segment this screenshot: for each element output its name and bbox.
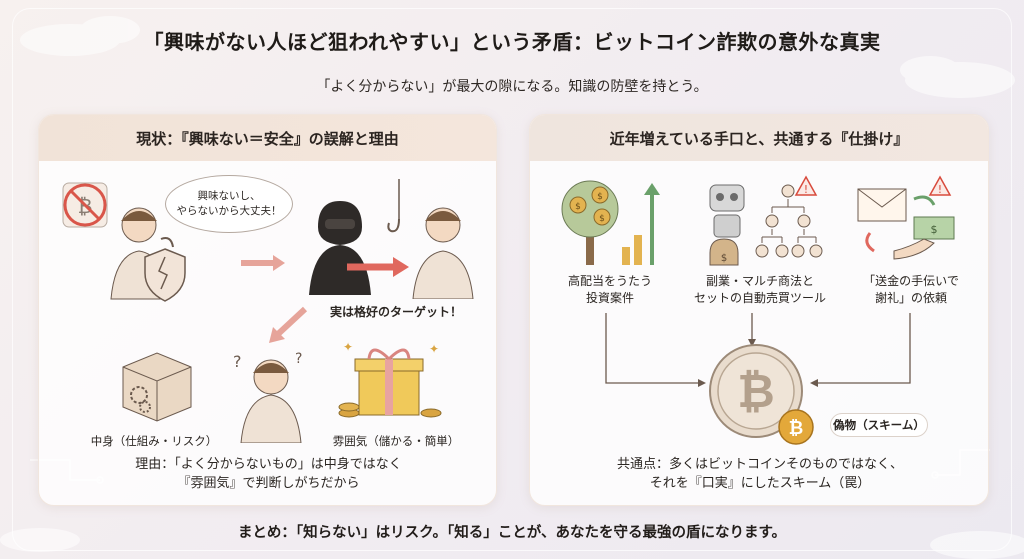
envelope-cash-icon: $ bbox=[857, 188, 955, 260]
common-point-text: 共通点：多くはビットコインそのものではなく、 それを『口実』にしたスキーム（罠） bbox=[530, 455, 988, 493]
summary-text: まとめ：「知らない」はリスク。「知る」ことが、あなたを守る最強の盾になります。 bbox=[237, 525, 787, 541]
target-label: 実は格好のターゲット！ bbox=[329, 305, 462, 319]
reason-line-2: 『雰囲気』で判断しがちだから bbox=[177, 476, 360, 491]
fishing-hook-icon bbox=[387, 179, 400, 233]
scam-methods-panel: 近年増えている手口と、共通する『仕掛け』 $ $ $ 高配当をうたう 投資案件 … bbox=[529, 114, 989, 506]
case-high-dividend: 高配当をうたう 投資案件 bbox=[540, 273, 680, 307]
svg-text:₿: ₿ bbox=[737, 364, 775, 418]
hacker-icon bbox=[309, 201, 371, 295]
small-bitcoin-icon: ₿ bbox=[778, 409, 814, 445]
arrow-right-icon bbox=[241, 255, 285, 271]
case2-line-2: セットの自動売買ツール bbox=[693, 291, 826, 305]
arrow-down-left-icon bbox=[269, 306, 308, 343]
red-arrow-icon bbox=[347, 257, 409, 277]
atmosphere-label: 雰囲気（儲かる・簡単） bbox=[332, 434, 460, 448]
svg-text:✦: ✦ bbox=[429, 342, 439, 356]
box-gears-icon bbox=[122, 352, 192, 422]
case-auto-trading-tool: 副業・マルチ商法と セットの自動売買ツール bbox=[680, 273, 840, 307]
svg-text:!: ! bbox=[804, 183, 808, 196]
svg-text:!: ! bbox=[938, 183, 942, 196]
money-tree-icon: $ $ $ bbox=[561, 180, 660, 265]
warning-icon-2: ! bbox=[928, 175, 952, 196]
contents-label: 中身（仕組み・リスク） bbox=[90, 434, 218, 448]
speech-line-2: やらないから大丈夫！ bbox=[176, 205, 282, 217]
flow-connectors bbox=[605, 313, 911, 387]
svg-text:$: $ bbox=[599, 214, 605, 224]
speech-bubble: 興味ないし、 やらないから大丈夫！ bbox=[165, 175, 293, 233]
warning-icon: ! bbox=[794, 175, 818, 196]
bitcoin-coin-icon: ₿ bbox=[709, 344, 803, 438]
current-situation-panel: 現状：『興味ない＝安全』の誤解と理由 ₿ 興味ないし、 やらないから大丈夫！ bbox=[38, 114, 497, 506]
svg-text:✦: ✦ bbox=[343, 340, 353, 354]
case-transfer-reward: 「送金の手伝いで 謝礼」の依頼 bbox=[846, 273, 976, 307]
svg-text:$: $ bbox=[575, 202, 581, 212]
case2-line-1: 副業・マルチ商法と bbox=[705, 274, 814, 288]
page-title: 「興味がない人ほど狙われやすい」という矛盾：ビットコイン詐欺の意外な真実 bbox=[143, 30, 881, 54]
speech-line-1: 興味ないし、 bbox=[197, 190, 261, 202]
scheme-badge: 偽物（スキーム） bbox=[830, 413, 928, 437]
common-line-1: 共通点：多くはビットコインそのものではなく、 bbox=[616, 457, 903, 472]
no-bitcoin-icon: ₿ bbox=[62, 182, 108, 228]
page-subtitle: 「よく分からない」が最大の隙になる。知識の防壁を持とう。 bbox=[316, 79, 708, 95]
robot-pyramid-icon: $ bbox=[709, 184, 823, 266]
case1-line-1: 高配当をうたう bbox=[567, 274, 652, 288]
common-line-2: それを『口実』にしたスキーム（罠） bbox=[649, 476, 871, 491]
case3-line-2: 謝礼」の依頼 bbox=[874, 291, 947, 305]
svg-text:$: $ bbox=[721, 253, 727, 264]
broken-shield-icon bbox=[144, 248, 186, 302]
current-situation-heading: 現状：『興味ない＝安全』の誤解と理由 bbox=[39, 115, 496, 161]
target-person bbox=[412, 207, 474, 299]
case1-line-2: 投資案件 bbox=[585, 291, 634, 305]
confused-person: ? ? bbox=[233, 351, 302, 443]
gift-icon: ✦ ✦ bbox=[338, 340, 442, 418]
reason-text: 理由：「よく分からないもの」は中身ではなく 『雰囲気』で判断しがちだから bbox=[39, 455, 496, 493]
svg-text:$: $ bbox=[931, 223, 938, 236]
svg-text:?: ? bbox=[233, 352, 242, 371]
svg-text:?: ? bbox=[295, 351, 302, 367]
reason-line-1: 理由：「よく分からないもの」は中身ではなく bbox=[135, 457, 402, 472]
svg-text:₿: ₿ bbox=[789, 418, 804, 439]
case3-line-1: 「送金の手伝いで bbox=[863, 274, 959, 288]
svg-text:$: $ bbox=[597, 192, 603, 202]
scam-methods-heading: 近年増えている手口と、共通する『仕掛け』 bbox=[530, 115, 988, 161]
